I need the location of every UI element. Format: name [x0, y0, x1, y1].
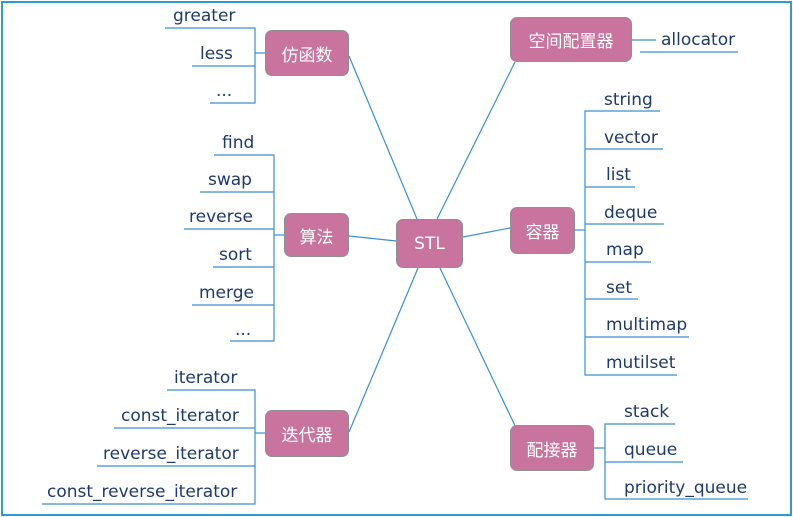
edge-stl-allocator — [436, 61, 516, 220]
node-allocator: 空间配置器 — [510, 17, 632, 62]
edge-stl-algorithm — [348, 235, 397, 242]
leaf-find: find — [222, 133, 255, 153]
node-stl: STL — [396, 219, 463, 268]
leaf-functor-more: ... — [216, 81, 233, 101]
leaf-algorithm-more: ... — [235, 320, 252, 340]
bracket-container — [584, 110, 677, 376]
leaf-set: set — [606, 278, 632, 298]
leaf-string: string — [604, 90, 653, 110]
leaf-sort: sort — [219, 245, 252, 265]
leaf-priority-queue: priority_queue — [624, 478, 748, 498]
leaf-reverse: reverse — [189, 207, 253, 227]
edge-stl-functor — [348, 55, 418, 220]
leaf-vector: vector — [604, 128, 658, 148]
edge-stl-adapter — [439, 267, 519, 433]
node-container: 容器 — [510, 207, 575, 254]
leaf-allocator: allocator — [661, 30, 736, 50]
leaf-deque: deque — [604, 203, 658, 223]
leaf-reverse-iterator: reverse_iterator — [103, 444, 239, 464]
leaf-list: list — [606, 165, 631, 185]
leaf-multimap: multimap — [606, 315, 688, 335]
edge-stl-iterator — [348, 267, 419, 433]
bracket-iterator — [42, 389, 256, 505]
node-functor: 仿函数 — [265, 30, 349, 76]
leaf-merge: merge — [199, 283, 254, 303]
leaf-const-iterator: const_iterator — [121, 406, 239, 426]
leaf-swap: swap — [208, 170, 252, 190]
bracket-algorithm — [214, 154, 275, 342]
node-algorithm: 算法 — [284, 213, 349, 257]
leaf-queue: queue — [624, 440, 678, 460]
leaf-stack: stack — [624, 402, 670, 422]
leaf-map: map — [606, 240, 644, 260]
node-iterator: 迭代器 — [265, 410, 349, 457]
leaf-greater: greater — [173, 6, 236, 26]
leaf-mutilset: mutilset — [606, 353, 676, 373]
node-adapter: 配接器 — [510, 425, 594, 471]
edge-stl-container — [462, 227, 511, 238]
leaf-const-reverse-iterator: const_reverse_iterator — [47, 482, 238, 502]
leaf-less: less — [200, 44, 233, 64]
leaf-iterator: iterator — [174, 368, 238, 388]
